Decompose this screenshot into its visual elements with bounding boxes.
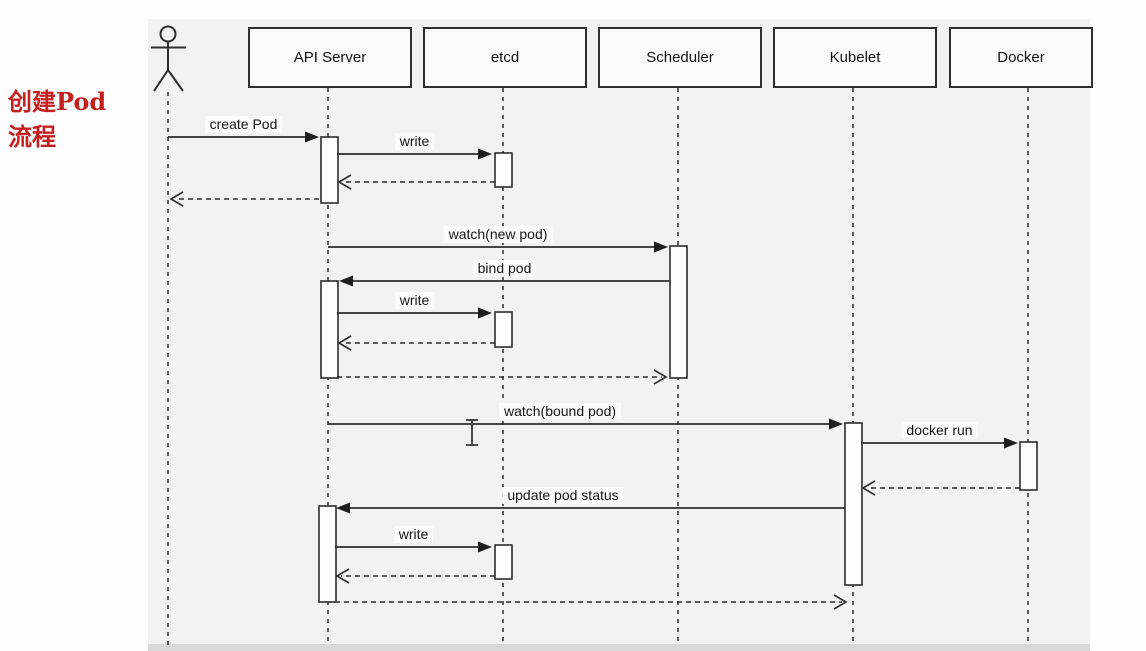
message-return-14-open-arrowhead — [335, 568, 350, 584]
message-watch-new-pod--label: watch(new pod) — [443, 226, 553, 243]
participant-box-scheduler: Scheduler — [598, 27, 762, 88]
message-create-pod-arrowhead — [305, 131, 319, 143]
participant-box-etcd: etcd — [423, 27, 587, 88]
annotation-line-1: 创建Pod — [8, 87, 107, 116]
participant-box-api-server: API Server — [248, 27, 412, 88]
activation-bar-scheduler — [669, 245, 688, 379]
annotation-note: 创建Pod 流程 — [8, 84, 106, 154]
message-docker-run-arrowhead — [1004, 437, 1018, 449]
message-return-2-open-arrowhead — [337, 174, 352, 190]
message-return-7-open-arrowhead — [337, 335, 352, 351]
message-docker-run-label: docker run — [901, 422, 978, 439]
message-write-arrowhead — [478, 148, 492, 160]
message-return-8-open-arrowhead — [653, 369, 668, 385]
message-update-pod-status-label: update pod status — [502, 487, 624, 504]
message-write-arrowhead — [478, 541, 492, 553]
message-return-3-open-arrowhead — [169, 191, 184, 207]
message-write-label: write — [393, 526, 434, 543]
activation-bar-etcd — [494, 311, 513, 348]
activation-bar-api-server — [318, 505, 337, 603]
diagram-panel — [148, 19, 1090, 644]
activation-bar-api-server — [320, 136, 339, 204]
annotation-line-2: 流程 — [8, 122, 56, 151]
message-return-11-open-arrowhead — [861, 480, 876, 496]
message-return-15-open-arrowhead — [833, 594, 848, 610]
text-cursor-ibeam — [466, 419, 478, 446]
activation-bar-etcd — [494, 544, 513, 580]
message-write-label: write — [394, 133, 435, 150]
participant-box-kubelet: Kubelet — [773, 27, 937, 88]
activation-bar-api-server — [320, 280, 339, 379]
message-bind-pod-label: bind pod — [472, 260, 537, 277]
message-create-pod-label: create Pod — [204, 116, 283, 133]
message-write-label: write — [394, 292, 435, 309]
message-watch-bound-pod--arrowhead — [829, 418, 843, 430]
message-update-pod-status-arrowhead — [336, 502, 350, 514]
activation-bar-etcd — [494, 152, 513, 188]
participant-box-docker: Docker — [949, 27, 1093, 88]
message-watch-new-pod--arrowhead — [654, 241, 668, 253]
panel-bottom-edge — [148, 644, 1090, 651]
message-watch-bound-pod--label: watch(bound pod) — [498, 403, 622, 420]
message-bind-pod-arrowhead — [339, 275, 353, 287]
activation-bar-docker — [1019, 441, 1038, 491]
actor-user-icon — [151, 25, 186, 92]
message-write-arrowhead — [478, 307, 492, 319]
activation-bar-kubelet — [844, 422, 863, 586]
